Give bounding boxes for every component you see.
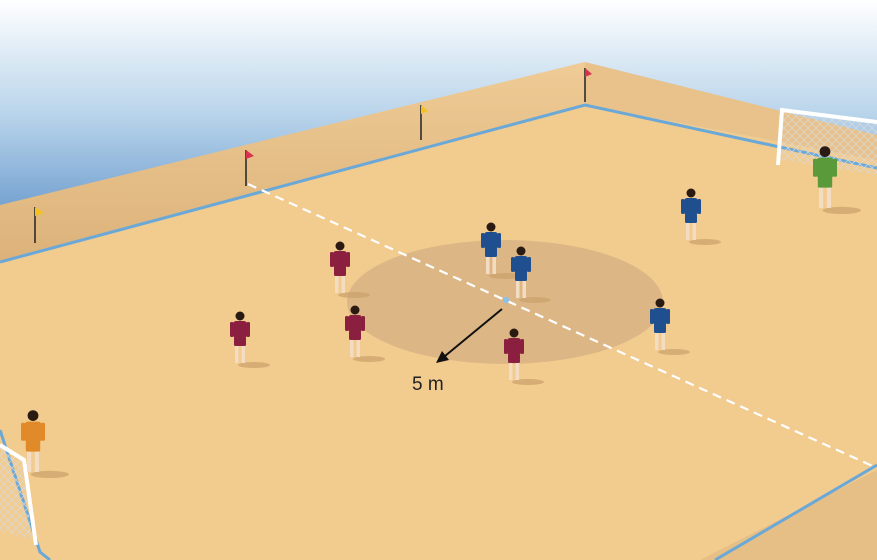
distance-label: 5 m xyxy=(412,374,444,395)
center-spot xyxy=(503,297,509,303)
